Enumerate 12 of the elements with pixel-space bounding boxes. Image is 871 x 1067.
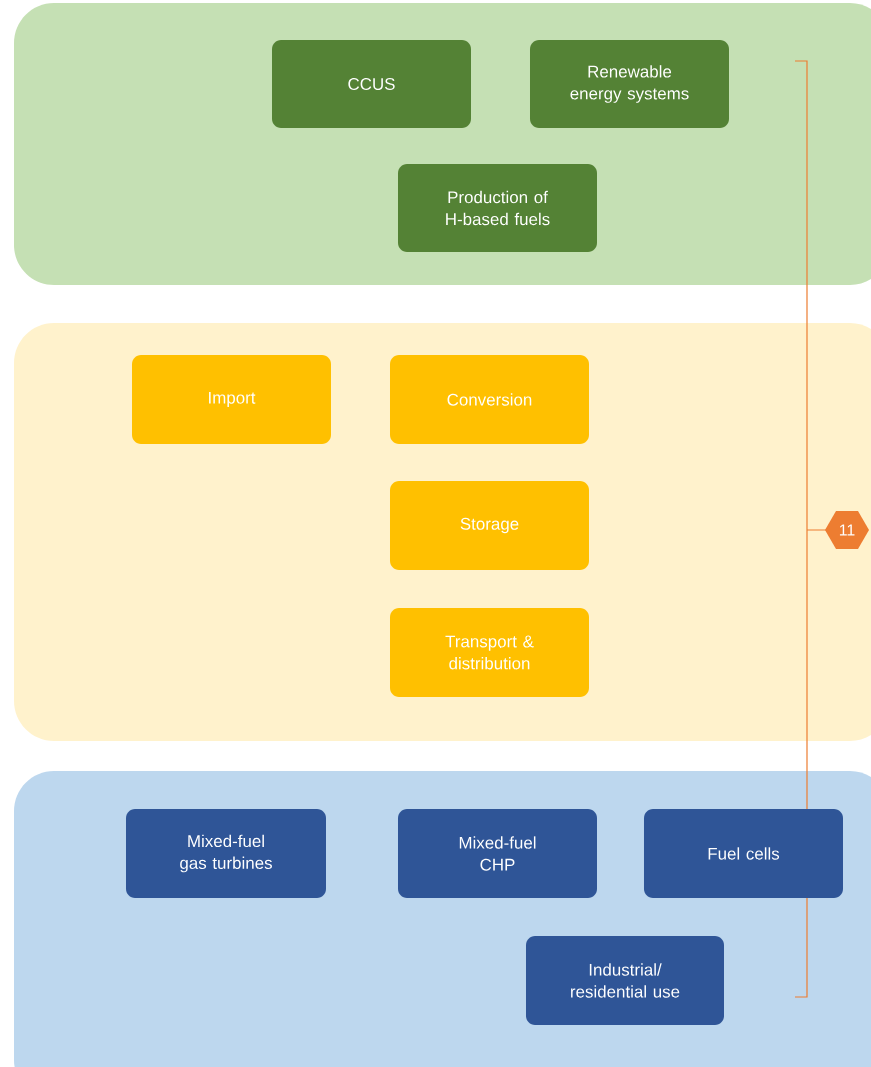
process-box: Conversion — [390, 355, 589, 444]
process-box: Mixed-fuel gas turbines — [126, 809, 326, 898]
process-box: Transport & distribution — [390, 608, 589, 697]
hexagon-badge: 11 — [825, 510, 869, 550]
process-box: Renewable energy systems — [530, 40, 729, 128]
process-box: Mixed-fuel CHP — [398, 809, 597, 898]
process-box: Fuel cells — [644, 809, 843, 898]
process-box: Import — [132, 355, 331, 444]
process-box: Storage — [390, 481, 589, 570]
process-box: Industrial/ residential use — [526, 936, 724, 1025]
process-box: CCUS — [272, 40, 471, 128]
process-box: Production of H-based fuels — [398, 164, 597, 252]
